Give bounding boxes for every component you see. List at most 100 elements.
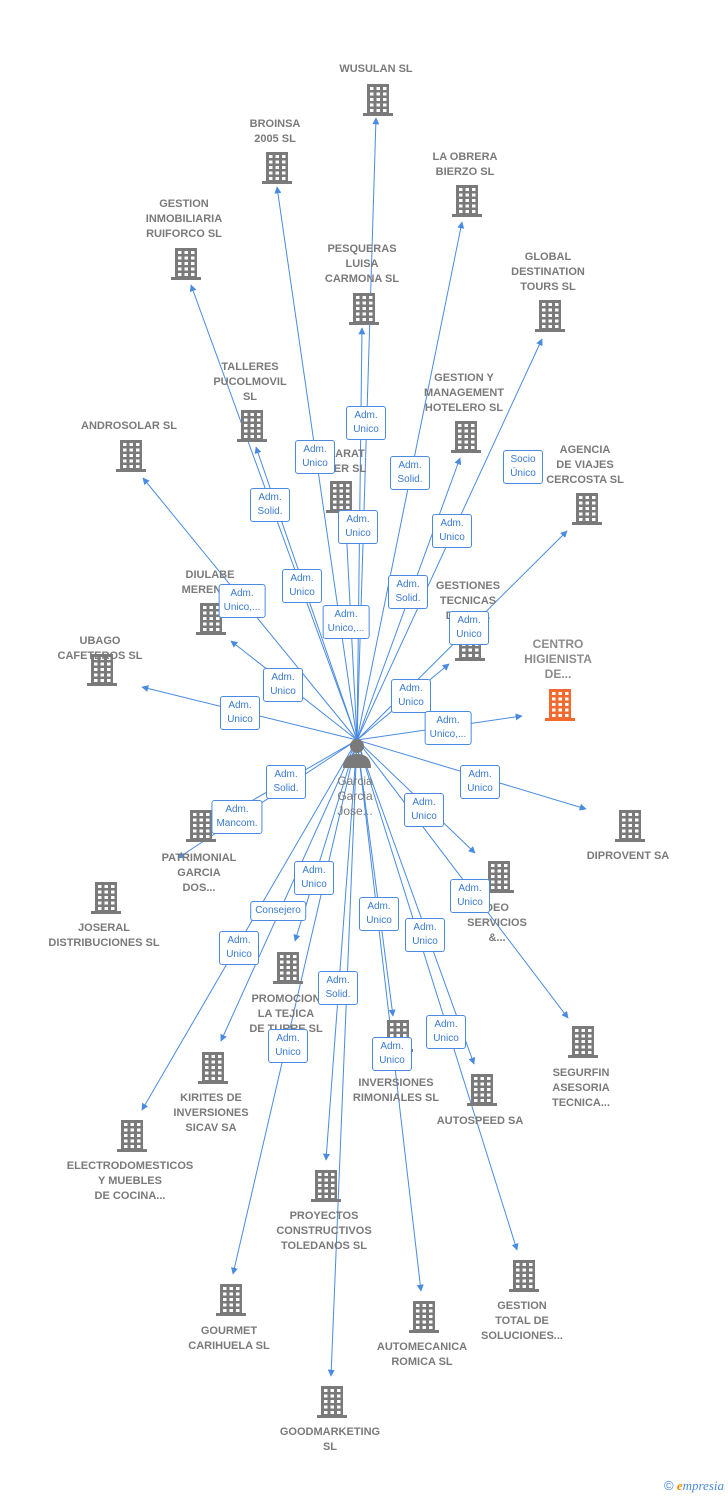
building-icon-joseral[interactable] (91, 882, 121, 914)
edge-inversiones (356, 739, 396, 1017)
building-icon-kirites[interactable] (198, 1052, 228, 1084)
company-label-gestiontotal[interactable]: GESTION TOTAL DE SOLUCIONES... (481, 1300, 563, 1342)
company-label-diprovent[interactable]: DIPROVENT SA (586, 850, 670, 862)
company-label-talleres[interactable]: TALLERES PUCOLMOVIL SL (213, 361, 287, 403)
company-label-arat[interactable]: ARAT ER SL (333, 448, 367, 475)
edge-kirites (220, 739, 358, 1042)
role-label: Adm. Unico (460, 765, 500, 799)
edge-proyectos (322, 739, 358, 1161)
building-icon-androsolar[interactable] (116, 440, 146, 472)
building-icon-obrera[interactable] (452, 185, 482, 217)
building-icon-electro[interactable] (117, 1120, 147, 1152)
edge-autospeed (356, 739, 476, 1065)
role-label: Adm. Unico (391, 679, 431, 713)
edge-gourmet (231, 739, 358, 1275)
building-icon-autospeed[interactable] (467, 1074, 497, 1106)
brand-initial: e (676, 1478, 683, 1493)
building-icon-diulabe[interactable] (196, 603, 226, 635)
building-icon-ubago[interactable] (87, 654, 117, 686)
building-icon-promociones[interactable] (273, 952, 303, 984)
building-icon-deo[interactable] (484, 861, 514, 893)
building-icon-proyectos[interactable] (311, 1170, 341, 1202)
role-label: Consejero (250, 901, 306, 921)
company-label-patrimonial[interactable]: PATRIMONIAL GARCIA DOS... (161, 852, 237, 894)
role-label: Adm. Solid. (388, 575, 428, 609)
building-icon-ruiforco[interactable] (171, 248, 201, 280)
building-icon-wusulan[interactable] (363, 84, 393, 116)
role-label: Adm. Unico (372, 1037, 412, 1071)
company-label-centro[interactable]: CENTRO HIGIENISTA DE... (524, 637, 592, 681)
building-icon-hotelero[interactable] (451, 421, 481, 453)
company-label-joseral[interactable]: JOSERAL DISTRIBUCIONES SL (48, 922, 160, 949)
building-icon-gourmet[interactable] (216, 1284, 246, 1316)
role-label: Adm. Unico (282, 569, 322, 603)
role-label: Adm. Unico (405, 918, 445, 952)
role-label: Adm. Unico,... (424, 711, 472, 745)
company-label-wusulan[interactable]: WUSULAN SL (339, 63, 413, 75)
building-icon-patrimonial[interactable] (186, 810, 216, 842)
company-label-hotelero[interactable]: GESTION Y MANAGEMENT HOTELERO SL (423, 372, 505, 414)
building-icon-segurfin[interactable] (568, 1026, 598, 1058)
company-label-global[interactable]: GLOBAL DESTINATION TOURS SL (511, 251, 585, 293)
company-label-gourmet[interactable]: GOURMET CARIHUELA SL (188, 1325, 270, 1352)
building-icon-goodmarketing[interactable] (317, 1386, 347, 1418)
role-label: Adm. Unico (432, 514, 472, 548)
company-label-proyectos[interactable]: PROYECTOS CONSTRUCTIVOS TOLEDANOS SL (276, 1210, 372, 1252)
role-label: Socio Único (503, 450, 543, 484)
role-label: Adm. Solid. (390, 456, 430, 490)
company-label-ruiforco[interactable]: GESTION INMOBILIARIA RUIFORCO SL (145, 198, 223, 240)
building-icon-automecanica[interactable] (409, 1301, 439, 1333)
company-label-deo[interactable]: DEO SERVICIOS &... (467, 902, 527, 944)
company-label-obrera[interactable]: LA OBRERA BIERZO SL (432, 151, 498, 178)
building-icon-centro[interactable] (545, 689, 575, 721)
building-icon-global[interactable] (535, 300, 565, 332)
building-icon-pesqueras[interactable] (349, 293, 379, 325)
building-icon-gestiontotal[interactable] (509, 1260, 539, 1292)
role-label: Adm. Unico (426, 1015, 466, 1049)
role-label: Adm. Unico,... (218, 584, 266, 618)
buildings (87, 84, 645, 1418)
brand-name: mpresia (682, 1478, 724, 1493)
building-icon-diprovent[interactable] (615, 810, 645, 842)
building-icon-talleres[interactable] (237, 410, 267, 442)
edge-gestiontotal (356, 739, 519, 1251)
building-icon-broinsa[interactable] (262, 152, 292, 184)
edge-electro (141, 739, 358, 1111)
role-label: Adm. Solid. (266, 765, 306, 799)
person-icon (343, 739, 371, 768)
company-label-agencia[interactable]: AGENCIA DE VIAJES CERCOSTA SL (546, 444, 624, 486)
role-label: Adm. Solid. (318, 971, 358, 1005)
building-icon-agencia[interactable] (572, 493, 602, 525)
role-label: Adm. Unico (295, 440, 335, 474)
footer-brand[interactable]: © empresia (664, 1478, 724, 1494)
role-label: Adm. Unico (294, 861, 334, 895)
role-label: Adm. Unico (263, 668, 303, 702)
building-icon-arat[interactable] (326, 481, 356, 513)
company-label-inversiones[interactable]: INVERSIONES RIMONIALES SL (352, 1077, 440, 1104)
company-label-segurfin[interactable]: SEGURFIN ASESORIA TECNICA... (551, 1067, 611, 1109)
role-label: Adm. Unico (449, 611, 489, 645)
role-label: Adm. Mancom. (211, 800, 263, 834)
company-label-automecanica[interactable]: AUTOMECANICA ROMICA SL (376, 1341, 468, 1368)
company-label-goodmarketing[interactable]: GOODMARKETING SL (279, 1426, 381, 1453)
edge-goodmarketing (327, 739, 358, 1377)
role-label: Adm. Unico (404, 793, 444, 827)
company-label-broinsa[interactable]: BROINSA 2005 SL (249, 118, 301, 145)
company-label-kirites[interactable]: KIRITES DE INVERSIONES SICAV SA (173, 1092, 249, 1134)
company-label-electro[interactable]: ELECTRODOMESTICOS Y MUEBLES DE COCINA... (66, 1160, 194, 1202)
company-label-autospeed[interactable]: AUTOSPEED SA (436, 1115, 524, 1127)
role-label: Adm. Solid. (250, 488, 290, 522)
role-label: Adm. Unico (359, 897, 399, 931)
role-label: Adm. Unico (268, 1029, 308, 1063)
company-label-androsolar[interactable]: ANDROSOLAR SL (81, 420, 177, 432)
role-label: Adm. Unico (338, 510, 378, 544)
company-label-pesqueras[interactable]: PESQUERAS LUISA CARMONA SL (324, 243, 400, 285)
company-label-ubago[interactable]: UBAGO CAFETEROS SL (57, 635, 143, 662)
edge-automecanica (356, 739, 424, 1292)
role-label: Adm. Unico (346, 406, 386, 440)
role-label: Adm. Unico (450, 879, 490, 913)
role-label: Adm. Unico (219, 931, 259, 965)
center-person-name[interactable]: Garcia Garcia Jose... (337, 774, 373, 818)
company-label-gestiones[interactable]: GESTIONES TECNICAS DE ...A... (435, 580, 501, 622)
